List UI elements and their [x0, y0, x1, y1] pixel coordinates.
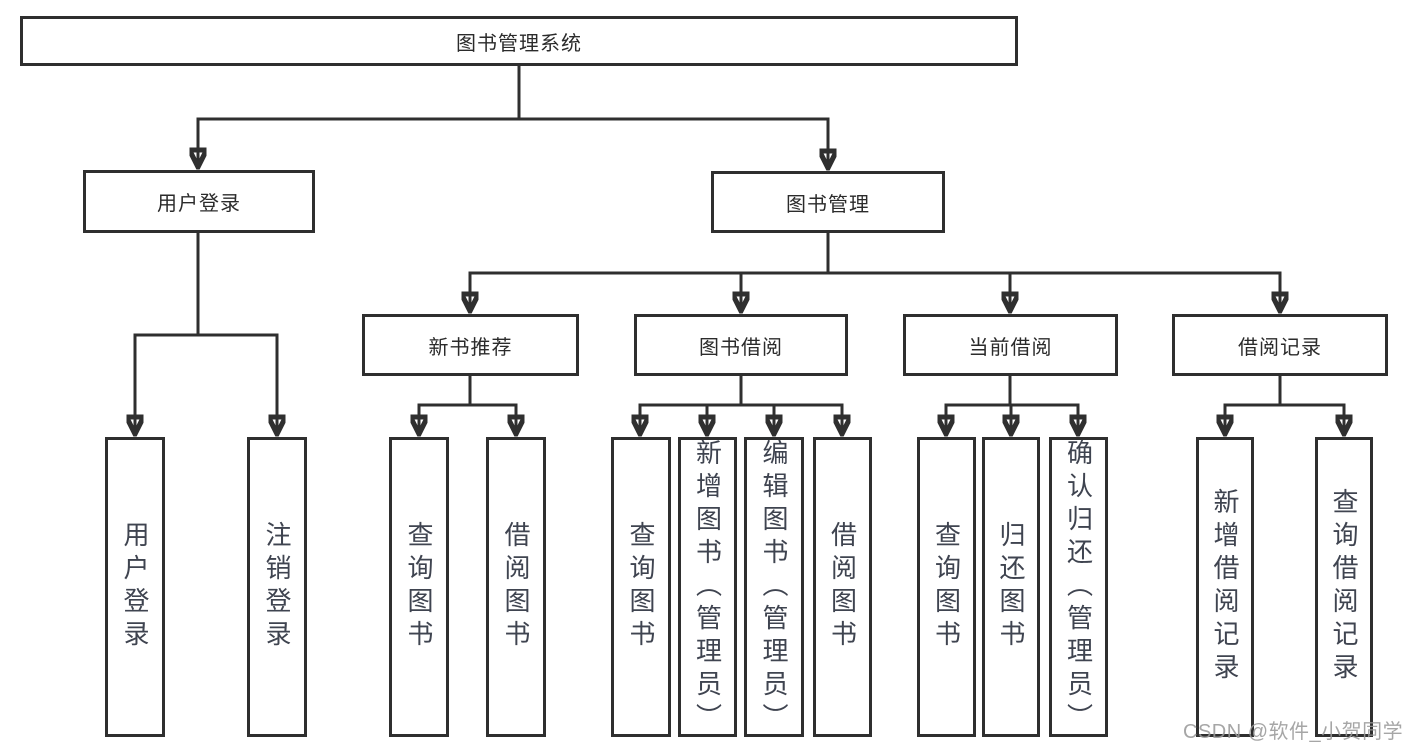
leaf-query-borrow-record: 查询借阅记录: [1315, 437, 1373, 737]
leaf-label: 确认归还（管理员）: [1063, 438, 1094, 736]
leaf-label: 编辑图书（管理员）: [759, 438, 789, 736]
leaf-label: 查询借阅记录: [1329, 488, 1359, 686]
leaf-edit-books-admin: 编辑图书（管理员）: [744, 437, 804, 737]
node-label: 当前借阅: [968, 336, 1053, 359]
leaf-label: 查询图书: [931, 521, 962, 653]
leaf-label: 查询图书: [626, 521, 656, 653]
leaf-user-login: 用户登录: [105, 437, 165, 737]
node-label: 图书管理系统: [456, 32, 582, 55]
node-label: 图书借阅: [699, 336, 783, 359]
leaf-label: 借阅图书: [501, 521, 531, 653]
leaf-label: 新增借阅记录: [1210, 488, 1240, 686]
node-label: 图书管理: [786, 193, 870, 216]
leaf-borrow-books-recommend: 借阅图书: [486, 437, 546, 737]
node-current-borrowing: 当前借阅: [903, 314, 1118, 376]
leaf-query-books-recommend: 查询图书: [389, 437, 449, 737]
node-book-borrowing: 图书借阅: [634, 314, 848, 376]
leaf-add-borrow-record: 新增借阅记录: [1196, 437, 1254, 737]
leaf-label: 注销登录: [262, 521, 292, 653]
node-borrowing-records: 借阅记录: [1172, 314, 1388, 376]
csdn-watermark: CSDN @软件_小贺同学: [1183, 721, 1404, 743]
leaf-return-books: 归还图书: [982, 437, 1040, 737]
leaf-confirm-return-admin: 确认归还（管理员）: [1049, 437, 1108, 737]
leaf-label: 新增图书（管理员）: [692, 438, 723, 736]
leaf-label: 借阅图书: [827, 521, 858, 653]
node-book-management: 图书管理: [711, 171, 945, 233]
node-new-book-recommendation: 新书推荐: [362, 314, 579, 376]
leaf-query-books-borrowing: 查询图书: [611, 437, 671, 737]
node-library-management-system: 图书管理系统: [20, 16, 1018, 66]
leaf-borrow-books: 借阅图书: [813, 437, 872, 737]
node-label: 用户登录: [157, 193, 241, 215]
leaf-label: 查询图书: [404, 521, 434, 653]
leaf-logout: 注销登录: [247, 437, 307, 737]
leaf-query-books-current: 查询图书: [917, 437, 976, 737]
node-label: 借阅记录: [1238, 336, 1322, 359]
node-label: 新书推荐: [428, 336, 513, 359]
leaf-label: 用户登录: [120, 521, 150, 653]
node-user-login: 用户登录: [83, 170, 315, 233]
leaf-add-books-admin: 新增图书（管理员）: [678, 437, 737, 737]
leaf-label: 归还图书: [996, 521, 1026, 653]
